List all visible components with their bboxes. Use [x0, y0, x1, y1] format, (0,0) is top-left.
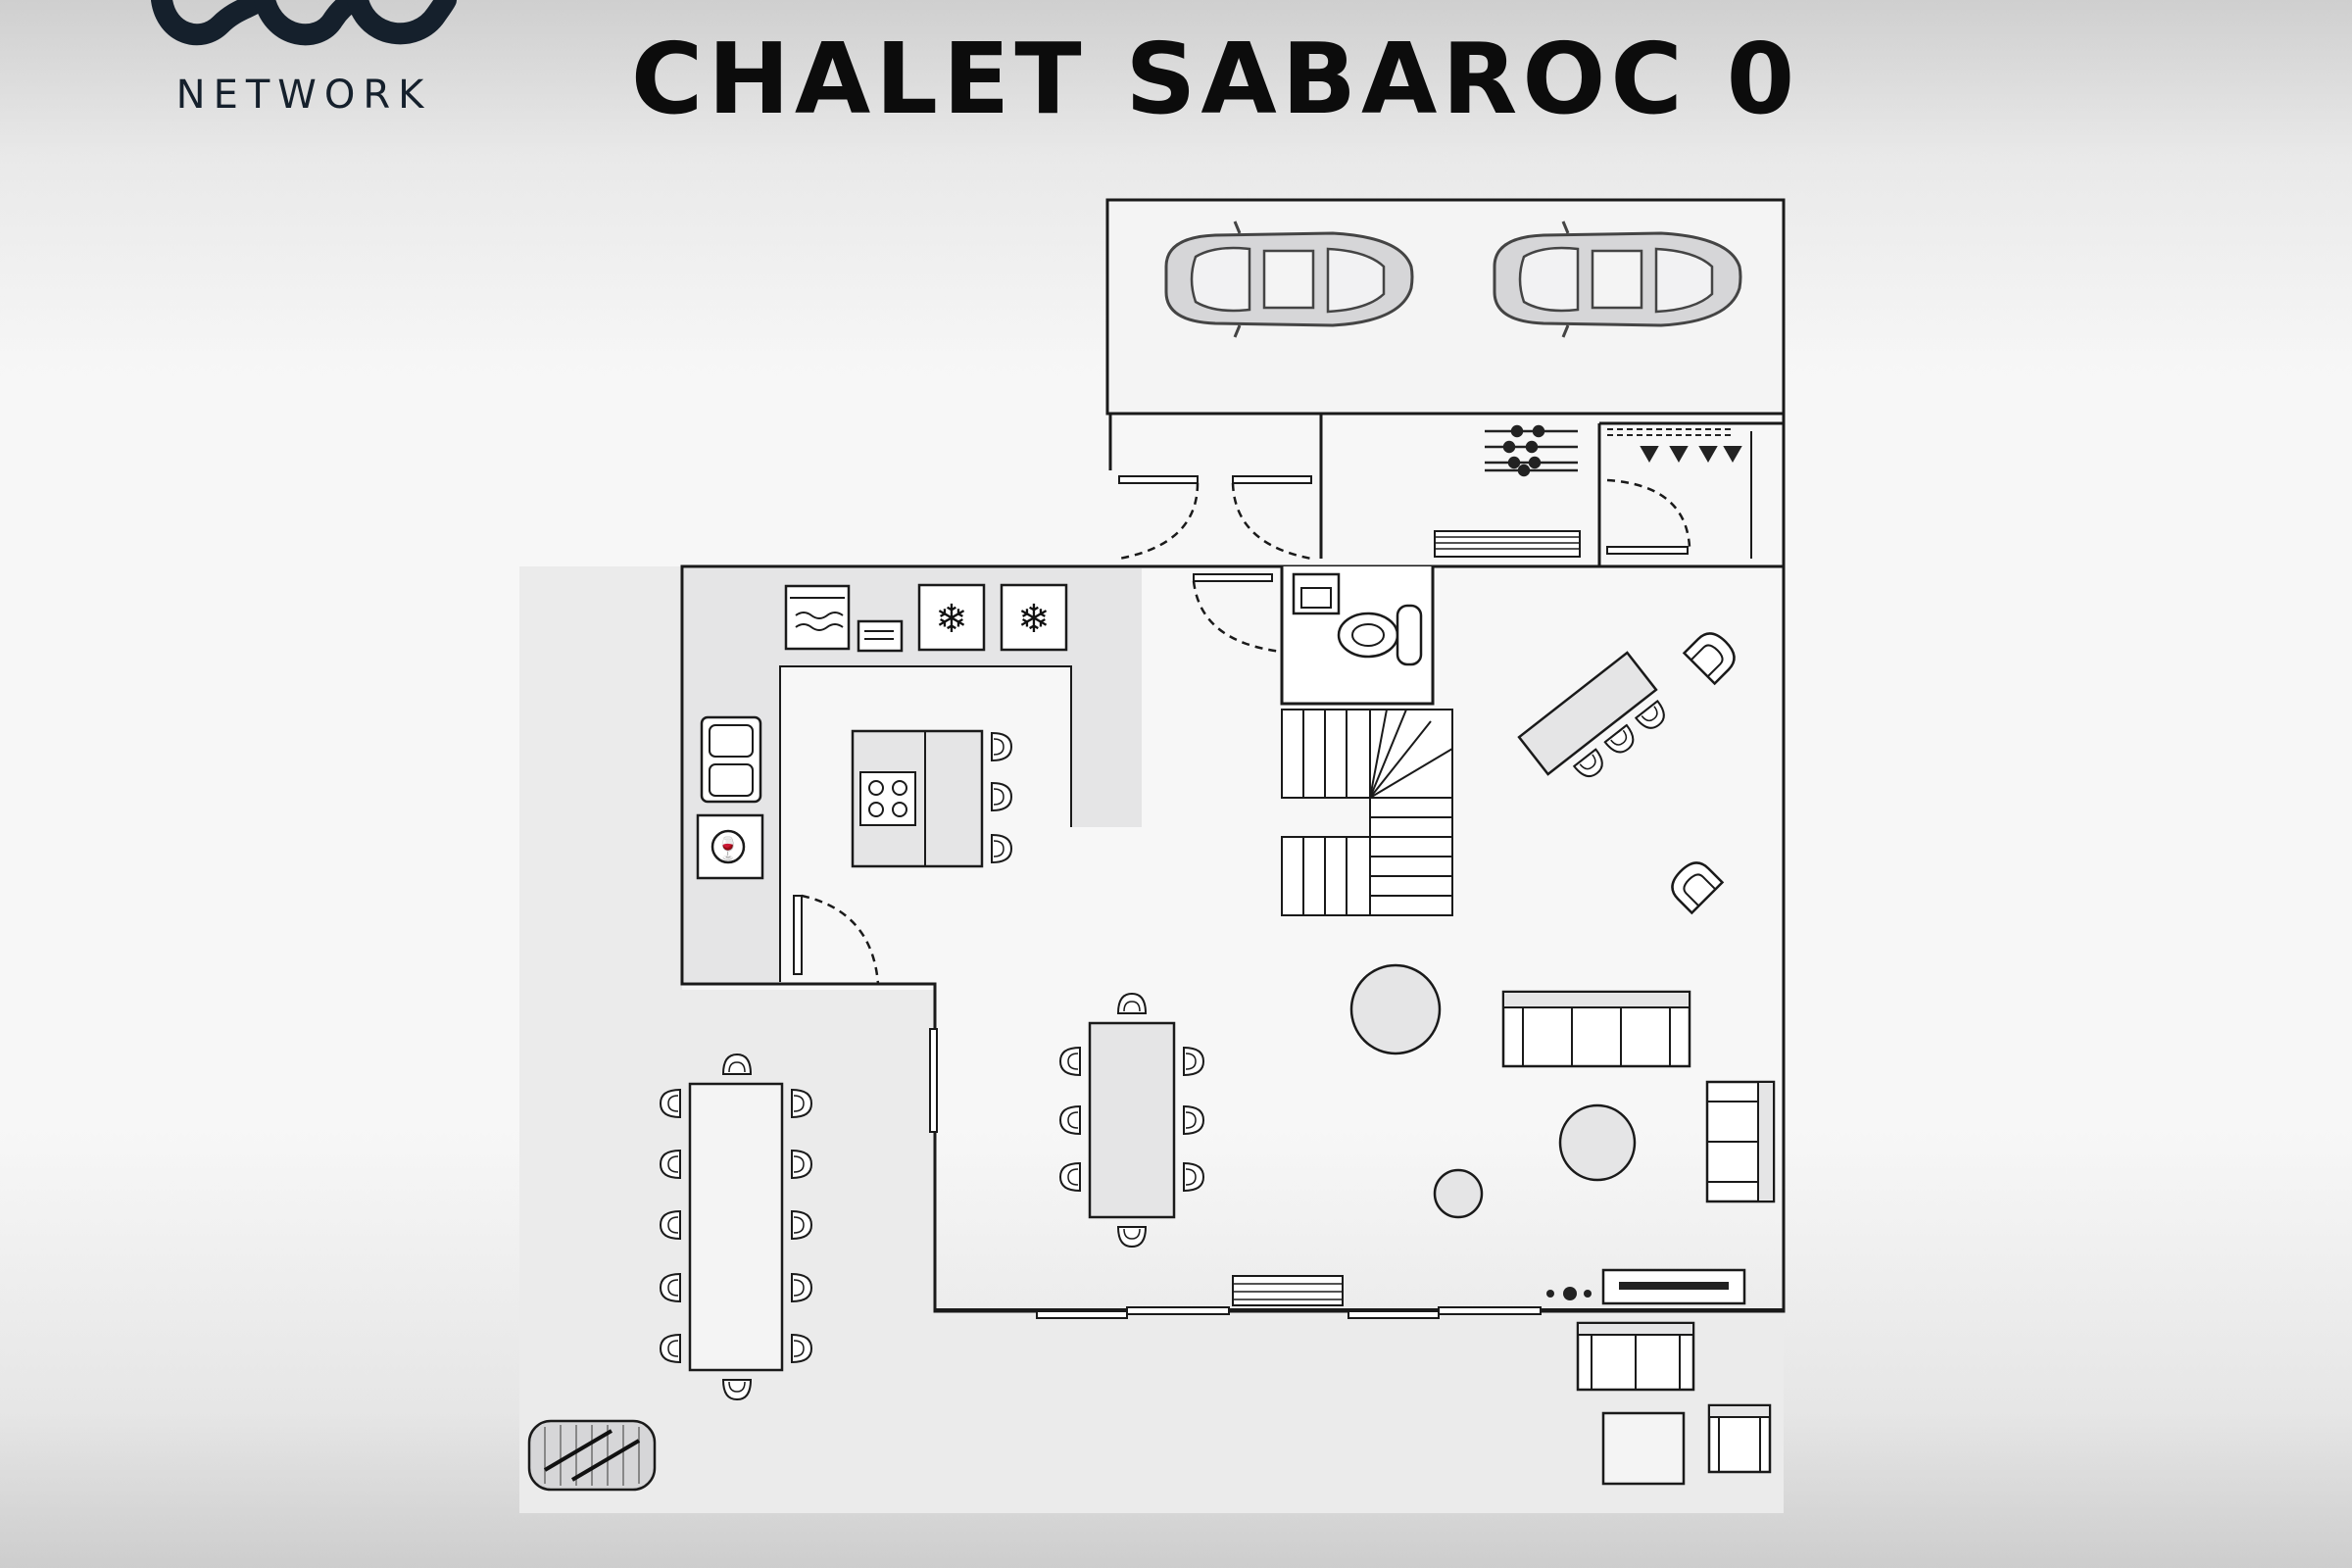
ski-room [1108, 414, 1786, 566]
sofa-icon [1576, 1321, 1695, 1392]
network-logo: NETWORK [147, 0, 461, 127]
ski-rack-icon [1485, 424, 1578, 477]
side-table [1433, 1168, 1484, 1219]
dining-table-icon [660, 1054, 812, 1400]
sofa-icon [1501, 990, 1691, 1068]
sliding-doors [929, 1028, 1542, 1319]
logo-mark-icon [151, 0, 457, 46]
kitchen-island [851, 729, 1012, 868]
snowflake-icon: ❄ [1000, 583, 1068, 652]
barbecue-icon [527, 1419, 657, 1492]
sofa-icon [1705, 1080, 1776, 1203]
toilet-icon [1337, 604, 1423, 666]
armchair-icon [1682, 632, 1736, 686]
kitchen: ❄ ❄ 🍷 [684, 568, 1142, 985]
svg-text:❄: ❄ [1017, 597, 1051, 642]
garage [1105, 198, 1786, 416]
dishwasher-icon: 🍷 [696, 813, 764, 880]
hob-icon [859, 771, 916, 826]
round-table [1349, 963, 1442, 1055]
microwave-icon [857, 619, 904, 653]
car-icon [1493, 220, 1742, 339]
oven-icon [784, 584, 851, 651]
speaker-icons [1546, 1287, 1592, 1300]
outdoor-table [1601, 1411, 1686, 1486]
car-icon [1164, 220, 1414, 339]
armchair-icon [1707, 1403, 1772, 1474]
bench [1232, 1275, 1344, 1306]
garage-doors [1118, 475, 1691, 561]
washbasin-icon [1292, 572, 1341, 615]
stool [991, 732, 1012, 761]
tv-icon [1601, 1268, 1746, 1305]
boot-dryer-icon [1607, 428, 1742, 464]
logo-wordmark: NETWORK [175, 73, 432, 118]
armchair-icon [1671, 861, 1725, 915]
svg-text:❄: ❄ [935, 597, 968, 642]
stool [991, 782, 1012, 811]
bench [1434, 530, 1581, 558]
wc [1192, 566, 1435, 706]
snowflake-icon: ❄ [917, 583, 986, 652]
desk [1517, 651, 1671, 783]
dining-table-icon [1059, 993, 1204, 1248]
staircase-icon [1281, 709, 1453, 916]
coffee-table [1558, 1103, 1637, 1182]
page-title: CHALET SABAROC 0 [630, 22, 1800, 136]
house-walls [680, 564, 1786, 1313]
sink-icon [700, 715, 762, 804]
svg-text:🍷: 🍷 [714, 836, 741, 861]
stool [991, 834, 1012, 863]
